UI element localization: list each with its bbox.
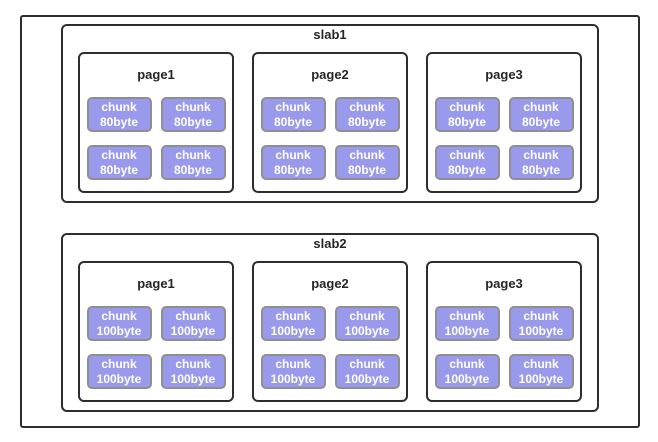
chunk-box: chunk 100byte (260, 354, 326, 389)
page-box: page2 chunk 80byte chunk 80byte chunk 80… (252, 52, 408, 193)
chunk-box: chunk 80byte (260, 97, 326, 132)
page-box: page1 chunk 80byte chunk 80byte chunk 80… (78, 52, 234, 193)
chunk-box: chunk 80byte (508, 145, 574, 180)
chunk-grid: chunk 80byte chunk 80byte chunk 80byte c… (80, 97, 232, 180)
page-title: page2 (311, 67, 349, 82)
page-box: page3 chunk 80byte chunk 80byte chunk 80… (426, 52, 582, 193)
chunk-box: chunk 100byte (160, 354, 226, 389)
chunk-box: chunk 80byte (86, 145, 152, 180)
chunk-box: chunk 100byte (508, 354, 574, 389)
chunk-box: chunk 80byte (334, 97, 400, 132)
page-box: page1 chunk 100byte chunk 100byte chunk … (78, 261, 234, 402)
chunk-grid: chunk 100byte chunk 100byte chunk 100byt… (428, 306, 580, 389)
page-title: page1 (137, 276, 175, 291)
chunk-box: chunk 80byte (508, 97, 574, 132)
chunk-box: chunk 100byte (260, 306, 326, 341)
page-title: page1 (137, 67, 175, 82)
chunk-box: chunk 80byte (160, 97, 226, 132)
chunk-box: chunk 100byte (86, 306, 152, 341)
chunk-box: chunk 100byte (508, 306, 574, 341)
chunk-box: chunk 100byte (434, 306, 500, 341)
chunk-box: chunk 80byte (86, 97, 152, 132)
page-title: page3 (485, 276, 523, 291)
chunk-box: chunk 100byte (334, 306, 400, 341)
chunk-grid: chunk 80byte chunk 80byte chunk 80byte c… (428, 97, 580, 180)
chunk-box: chunk 100byte (334, 354, 400, 389)
page-box: page2 chunk 100byte chunk 100byte chunk … (252, 261, 408, 402)
chunk-box: chunk 80byte (334, 145, 400, 180)
chunk-grid: chunk 100byte chunk 100byte chunk 100byt… (254, 306, 406, 389)
slab-title: slab2 (313, 236, 347, 251)
page-title: page3 (485, 67, 523, 82)
chunk-box: chunk 80byte (434, 97, 500, 132)
page-box: page3 chunk 100byte chunk 100byte chunk … (426, 261, 582, 402)
chunk-grid: chunk 80byte chunk 80byte chunk 80byte c… (254, 97, 406, 180)
chunk-box: chunk 80byte (434, 145, 500, 180)
slab1-box: slab1 page1 chunk 80byte chunk 80byte ch… (61, 24, 599, 203)
chunk-box: chunk 80byte (260, 145, 326, 180)
chunk-box: chunk 100byte (86, 354, 152, 389)
slab2-box: slab2 page1 chunk 100byte chunk 100byte … (61, 233, 599, 412)
chunk-box: chunk 100byte (434, 354, 500, 389)
page-title: page2 (311, 276, 349, 291)
memory-pool-box: slab1 page1 chunk 80byte chunk 80byte ch… (20, 15, 640, 428)
slab-title: slab1 (313, 27, 347, 42)
slab2-pages-row: page1 chunk 100byte chunk 100byte chunk … (78, 261, 582, 402)
slab1-pages-row: page1 chunk 80byte chunk 80byte chunk 80… (78, 52, 582, 193)
chunk-box: chunk 80byte (160, 145, 226, 180)
chunk-grid: chunk 100byte chunk 100byte chunk 100byt… (80, 306, 232, 389)
chunk-box: chunk 100byte (160, 306, 226, 341)
